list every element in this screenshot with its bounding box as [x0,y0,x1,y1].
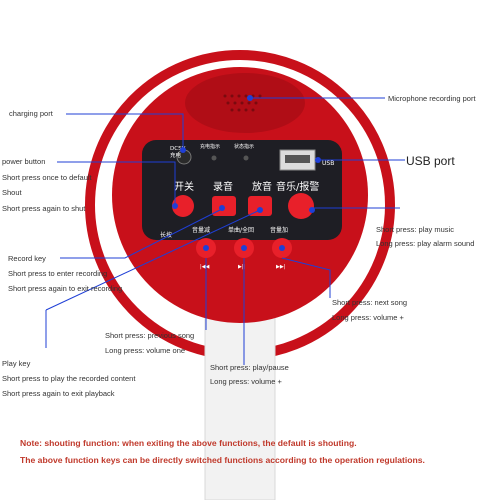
play-label: 放音 [252,180,272,193]
note-line-2: The above function keys can be directly … [20,455,425,465]
microphone-label: Microphone recording port [388,94,476,103]
record-key-title: Record key [8,254,46,263]
play-key-line1: Short press to play the recorded content [2,374,136,383]
power-button[interactable] [172,195,194,217]
single-all-label: 单曲/全回 [228,226,254,234]
pointer-play-diagonal [45,209,261,311]
play-button[interactable] [248,196,272,216]
power-label: 开关 [174,180,194,193]
pointer-next [281,257,331,298]
charging-port-label: charging port [9,109,53,118]
play-pause-line2: Long press: volume + [210,377,282,386]
music-alarm-line2: Long press: play alarm sound [376,239,475,248]
play-pause-icon: ▶|| [238,264,246,270]
pointer-lines [45,97,405,365]
power-button-line3: Short press again to shut [2,204,86,213]
record-label: 录音 [213,180,233,193]
power-button-title: power button [2,157,46,166]
previous-song-line1: Short press: previous song [105,331,195,340]
note-line-1: Note: shouting function: when exiting th… [20,438,357,448]
play-key-title: Play key [2,359,31,368]
status-indicator-label: 状态指示 [234,143,254,150]
power-button-line1: Short press once to default [2,173,92,182]
usb-slot-inner [285,155,310,163]
next-song-line1: Short press: next song [332,298,408,307]
pointer-record [60,209,221,259]
status-indicator-led [243,155,249,161]
music-alarm-button[interactable] [288,193,314,219]
charge-indicator-led [211,155,217,161]
music-alarm-label: 音乐/报警 [276,180,319,193]
power-button-line2: Shout [2,188,22,197]
previous-icon: |◀◀ [200,264,210,270]
next-icon: ▶▶| [276,264,286,270]
microphone-holes [223,94,262,112]
record-key-line1: Short press to enter recording [8,269,108,278]
microphone-grille [185,73,305,133]
music-alarm-line1: Short press: play music [376,225,454,234]
pointer-charging-port [66,113,184,150]
usb-port-label: USB port [406,154,455,168]
charge-indicator-label: 充电指示 [200,143,220,150]
pointer-dots [172,95,321,251]
next-song-line2: Long press: volume + [332,313,404,322]
pointer-power [57,161,176,204]
volume-down-label: 音量减 [192,226,210,234]
play-key-line2: Short press again to exit playback [2,389,115,398]
volume-up-label: 音量加 [270,226,288,234]
play-pause-line1: Short press: play/pause [210,363,289,372]
long-press-label: 长按 [160,231,172,239]
usb-label: USB [322,160,334,167]
previous-song-line2: Long press: volume one [105,346,186,355]
record-key-line2: Short press again to exit recording [8,284,123,293]
